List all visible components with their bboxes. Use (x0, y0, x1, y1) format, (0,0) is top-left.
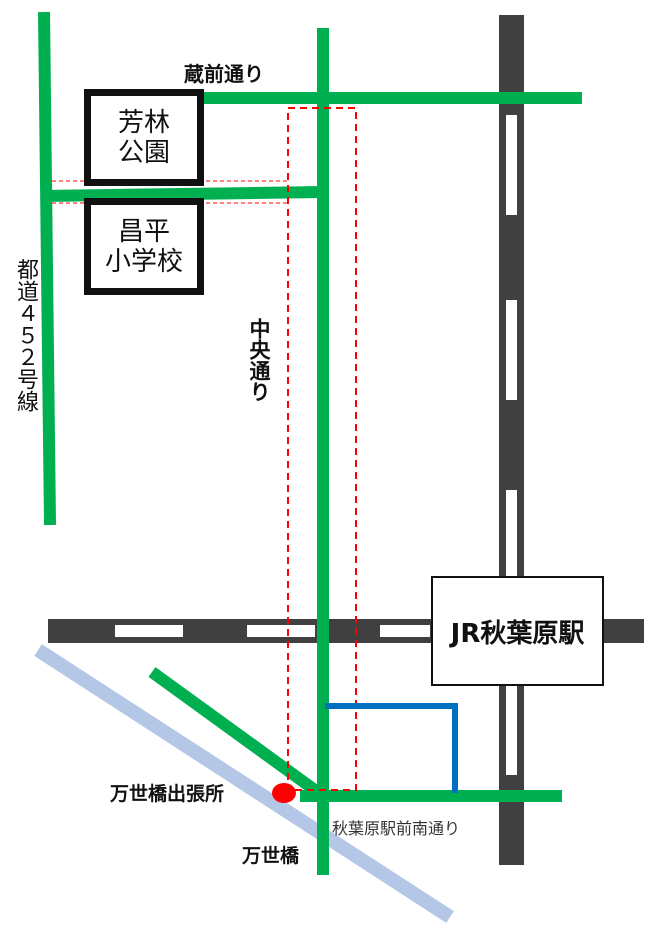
school-label: 昌平 小学校 (104, 216, 183, 277)
bridge-label: 万世橋 (242, 845, 300, 867)
railway-horizontal-window (380, 625, 430, 637)
route452-road (38, 11, 56, 526)
railway-vertical-window (506, 680, 517, 775)
railway-vertical-window (506, 300, 517, 400)
walking-route (325, 703, 458, 793)
school-box: 昌平 小学校 (84, 198, 204, 295)
park-label: 芳林 公園 (117, 107, 170, 168)
route-outline (287, 107, 357, 791)
railway-horizontal-window (115, 625, 183, 637)
side-road (41, 186, 323, 202)
park-box: 芳林 公園 (84, 89, 204, 186)
chuo-label: 中央通り (247, 318, 271, 402)
station-label: JR秋葉原駅 (450, 618, 585, 649)
railway-vertical-window (506, 115, 517, 215)
station-box: JR秋葉原駅 (431, 576, 604, 686)
railway-vertical-window (506, 490, 517, 585)
kuramae-label: 蔵前通り (184, 62, 264, 86)
diagonal-road (148, 667, 327, 801)
route452-label: 都道４５２号線 (13, 258, 38, 412)
railway-horizontal-window (247, 625, 315, 637)
office-label: 万世橋出張所 (110, 783, 225, 805)
minami-label: 秋葉原駅前南通り (332, 819, 461, 838)
kanda-river (34, 644, 454, 923)
office-marker (272, 783, 296, 803)
